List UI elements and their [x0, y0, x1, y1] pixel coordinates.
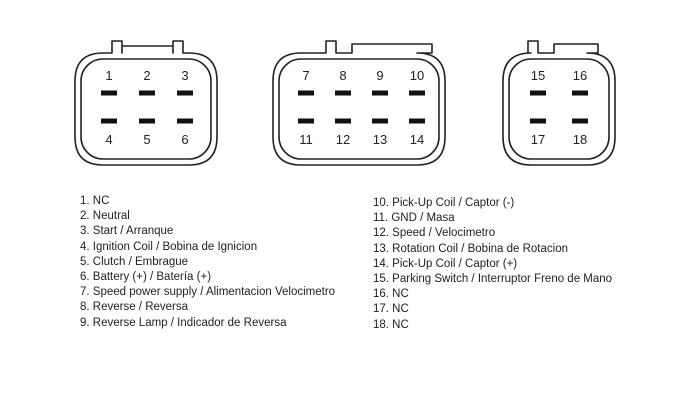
pin-terminal: [139, 90, 155, 96]
legend-item: 11. GND / Masa: [373, 212, 455, 225]
pin-number: 3: [181, 68, 188, 83]
pin-terminal: [409, 118, 425, 124]
legend-left: 1. NC 2. Neutral 3. Start / Arranque 4. Ign…: [80, 194, 335, 331]
legend-item: 9. Reverse Lamp / Indicador de Reversa: [80, 316, 287, 329]
legend-item: 16. NC: [373, 288, 409, 301]
pin-terminal: [101, 118, 117, 124]
legend-item: 8. Reverse / Reversa: [80, 301, 189, 314]
pin-number: 7: [302, 68, 309, 83]
pin-number: 11: [299, 132, 313, 147]
pin-terminal: [372, 118, 388, 124]
pin-number: 14: [410, 132, 424, 147]
pin-terminal: [530, 118, 546, 124]
connector-inner-outline: [278, 58, 440, 160]
legend-item: 18. NC: [373, 318, 409, 331]
pin-terminal: [572, 118, 588, 124]
pin-number: 18: [573, 132, 587, 147]
pin-terminal: [139, 118, 155, 124]
pin-terminal: [177, 90, 193, 96]
legend-item: 4. Ignition Coil / Bobina de Ignicion: [80, 240, 258, 253]
legend-item: 10. Pick-Up Coil / Captor (-): [373, 197, 515, 209]
pin-number: 9: [376, 68, 383, 83]
pin-number: 17: [531, 132, 545, 147]
pin-terminal: [177, 118, 193, 124]
legend-item: 3. Start / Arranque: [80, 225, 174, 238]
connector-b: 7 8 9 10 11 12 13 14: [272, 40, 446, 166]
legend-item: 12. Speed / Velocimetro: [373, 227, 496, 240]
legend-right: 10. Pick-Up Coil / Captor (-) 11. GND / M…: [373, 196, 612, 333]
pin-terminal: [530, 90, 546, 96]
connector-inner-outline: [80, 58, 212, 160]
connector-c: 15 16 17 18: [502, 40, 616, 166]
pin-terminal: [335, 118, 351, 124]
connector-a: 1 2 3 4 5 6: [74, 40, 218, 166]
pin-terminal: [101, 90, 117, 96]
legend-item: 14. Pick-Up Coil / Captor (+): [373, 257, 518, 270]
pin-terminal: [298, 90, 314, 96]
legend-item: 6. Battery (+) / Batería (+): [80, 271, 212, 284]
pin-number: 1: [105, 68, 112, 83]
pin-number: 6: [181, 132, 188, 147]
legend-item: 17. NC: [373, 303, 409, 316]
pin-terminal: [298, 118, 314, 124]
legend-item: 13. Rotation Coil / Bobina de Rotacion: [373, 242, 568, 255]
pin-terminal: [372, 90, 388, 96]
pin-terminal: [572, 90, 588, 96]
pin-number: 4: [105, 132, 112, 147]
pin-number: 13: [373, 132, 387, 147]
pin-number: 12: [336, 132, 350, 147]
connector-outline: [272, 40, 446, 166]
pin-number: 16: [573, 68, 587, 83]
legend-item: 1. NC: [80, 195, 110, 207]
connector-inner-outline: [508, 58, 610, 160]
legend-item: 7. Speed power supply / Alimentacion Vel…: [80, 286, 336, 299]
pin-number: 5: [143, 132, 150, 147]
connector-outline: [74, 40, 218, 166]
legend-item: 15. Parking Switch / Interruptor Freno d…: [373, 273, 613, 286]
pin-number: 8: [339, 68, 346, 83]
legend-item: 5. Clutch / Embrague: [80, 255, 189, 268]
pin-terminal: [409, 90, 425, 96]
pin-number: 15: [531, 68, 545, 83]
legend-item: 2. Neutral: [80, 210, 130, 223]
pin-number: 2: [143, 68, 150, 83]
pin-terminal: [335, 90, 351, 96]
connector-outline: [502, 40, 616, 166]
pin-number: 10: [410, 68, 424, 83]
